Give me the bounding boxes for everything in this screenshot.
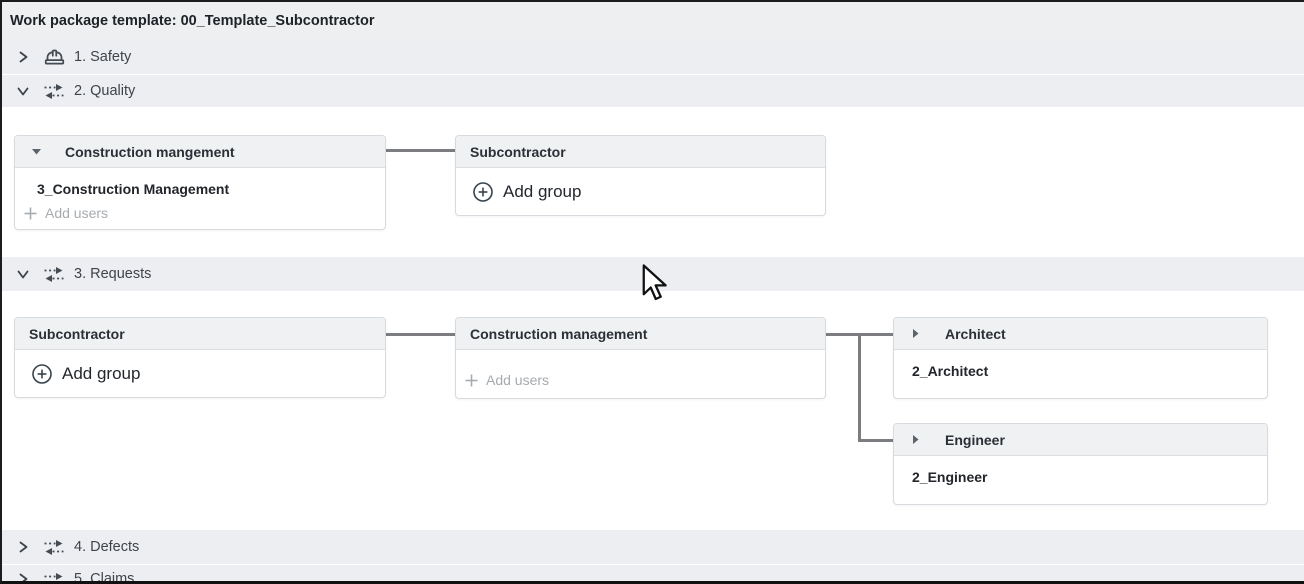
add-group-button[interactable]: Add group (15, 350, 385, 398)
add-group-label: Add group (503, 182, 582, 201)
group-card-engineer[interactable]: Engineer 2_Engineer (893, 423, 1268, 505)
connector-line (386, 333, 455, 336)
chevron-down-icon[interactable] (15, 84, 30, 99)
connector-line (386, 149, 455, 152)
add-group-label: Add group (62, 364, 141, 383)
section-row-defects[interactable]: 4. Defects (2, 530, 1304, 564)
quality-flow-canvas: Construction mangement 3_Construction Ma… (2, 107, 1304, 257)
workflow-icon (42, 538, 66, 557)
member-name: 2_Architect (912, 363, 989, 379)
member-name: 2_Engineer (912, 469, 988, 485)
plus-icon (465, 374, 478, 386)
group-card-title: Engineer (945, 431, 1005, 448)
page-title: Work package template: 00_Template_Subco… (2, 2, 1304, 40)
down-triangle-icon[interactable] (31, 148, 41, 155)
right-triangle-icon[interactable] (911, 435, 921, 444)
member-name: 3_Construction Management (37, 181, 230, 197)
add-group-button[interactable]: Add group (456, 168, 825, 216)
connector-line (858, 439, 893, 442)
section-label: 3. Requests (74, 266, 152, 282)
add-users-label: Add users (45, 205, 109, 221)
connector-line (858, 333, 861, 442)
group-card-header[interactable]: Engineer (894, 424, 1267, 456)
group-card-title: Architect (945, 325, 1006, 342)
chevron-down-icon[interactable] (15, 267, 30, 282)
plus-icon (24, 207, 37, 219)
right-triangle-icon[interactable] (911, 329, 921, 338)
group-card-header[interactable]: Architect (894, 318, 1267, 350)
requests-flow-canvas: Subcontractor Add group Construction man… (2, 291, 1304, 530)
circle-plus-icon (32, 364, 52, 384)
group-card-header[interactable]: Construction management (456, 318, 825, 350)
group-card-architect[interactable]: Architect 2_Architect (893, 317, 1268, 399)
workflow-icon (42, 265, 66, 284)
add-users-label: Add users (486, 372, 550, 388)
group-card-header[interactable]: Construction mangement (15, 136, 385, 168)
group-card-header[interactable]: Subcontractor (456, 136, 825, 168)
group-card-construction-management[interactable]: Construction management Add users (455, 317, 826, 399)
workflow-icon (42, 82, 66, 101)
add-users-button[interactable]: Add users (464, 372, 549, 388)
group-card-construction-mangement[interactable]: Construction mangement 3_Construction Ma… (14, 135, 386, 230)
section-label: 5. Claims (74, 571, 135, 584)
workflow-icon (42, 571, 66, 581)
section-label: 4. Defects (74, 539, 140, 555)
chevron-right-icon[interactable] (15, 50, 30, 65)
group-card-title: Construction mangement (65, 143, 235, 160)
chevron-right-icon[interactable] (15, 540, 30, 555)
chevron-right-icon[interactable] (15, 571, 30, 581)
section-label: 2. Quality (74, 83, 136, 99)
section-label: 1. Safety (74, 49, 132, 65)
circle-plus-icon (473, 182, 493, 202)
section-row-claims[interactable]: 5. Claims (2, 565, 1304, 584)
group-card-subcontractor[interactable]: Subcontractor Add group (455, 135, 826, 216)
group-card-header[interactable]: Subcontractor (15, 318, 385, 350)
group-card-title: Subcontractor (29, 325, 125, 342)
group-card-subcontractor[interactable]: Subcontractor Add group (14, 317, 386, 398)
group-card-title: Subcontractor (470, 143, 566, 160)
section-row-requests[interactable]: 3. Requests (2, 257, 1304, 291)
section-row-quality[interactable]: 2. Quality (2, 75, 1304, 107)
hard-hat-icon (42, 47, 66, 68)
add-users-button[interactable]: Add users (15, 205, 385, 221)
section-row-safety[interactable]: 1. Safety (2, 40, 1304, 74)
group-card-title: Construction management (470, 325, 648, 342)
